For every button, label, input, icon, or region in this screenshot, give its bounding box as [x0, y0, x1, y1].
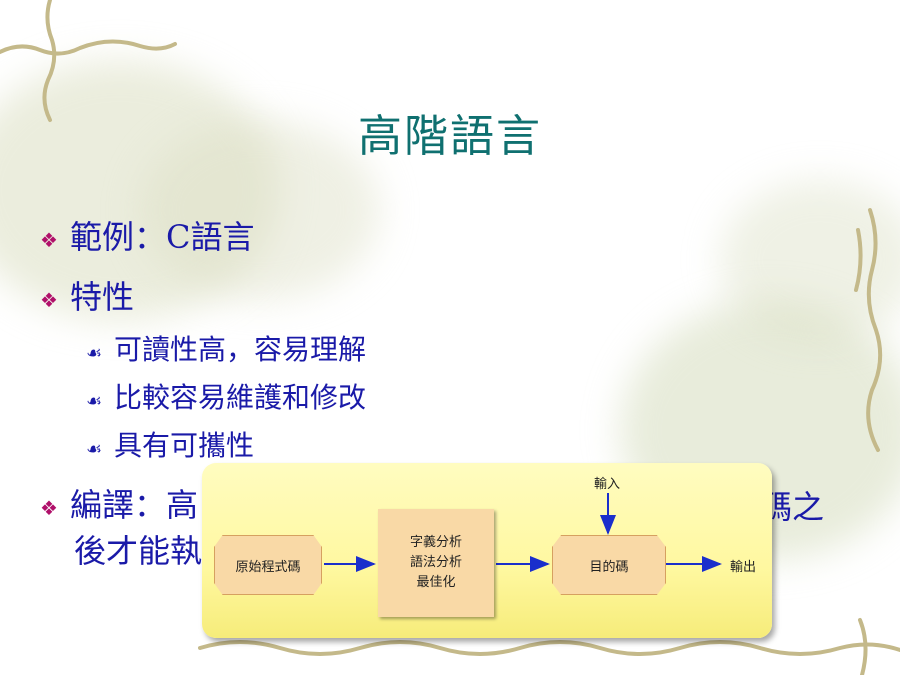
diamond-bullet-icon: ❖ — [40, 495, 58, 520]
source-code-label: 原始程式碼 — [235, 559, 301, 575]
swirl-bullet-icon: ☙ — [86, 439, 103, 460]
diamond-bullet-icon: ❖ — [40, 227, 58, 252]
source-code-box: 原始程式碼 — [214, 535, 322, 595]
bullet-compile-line2: 後才能執 — [74, 532, 203, 570]
sub-bullet-text: 具有可攜性 — [114, 429, 255, 462]
process-step-syntax: 語法分析 — [409, 555, 462, 570]
output-label: 輸出 — [730, 560, 757, 575]
bullet-compile: ❖ 編譯：高 — [40, 480, 198, 526]
sub-bullet-maintainability: ☙ 比較容易維護和修改 — [86, 376, 366, 416]
process-step-optimize: 最佳化 — [416, 575, 456, 590]
background-flower-blob — [140, 120, 380, 300]
bullet-text: 編譯：高 — [70, 486, 199, 524]
object-code-label: 目的碼 — [589, 559, 629, 575]
swirl-bullet-icon: ☙ — [86, 343, 103, 364]
process-step-lexical: 字義分析 — [409, 535, 462, 550]
sub-bullet-portability: ☙ 具有可攜性 — [86, 424, 254, 464]
diagram-arrows — [324, 493, 722, 572]
input-label: 輸入 — [594, 477, 621, 492]
page-title: 高階語言 — [358, 111, 542, 162]
bullet-features: ❖ 特性 — [40, 272, 134, 318]
object-code-box: 目的碼 — [552, 535, 666, 595]
swirl-bullet-icon: ☙ — [86, 391, 103, 412]
bullet-text: 特性 — [70, 278, 135, 316]
bullet-example: ❖ 範例：C語言 — [40, 212, 255, 258]
bullet-text: 範例：C語言 — [70, 218, 255, 256]
diamond-bullet-icon: ❖ — [40, 287, 58, 312]
compile-flow-diagram: 原始程式碼 字義分析 語法分析 最佳化 目的碼 輸入 輸出 — [202, 463, 772, 638]
sub-bullet-text: 可讀性高，容易理解 — [114, 333, 367, 366]
sub-bullet-readability: ☙ 可讀性高，容易理解 — [86, 328, 366, 368]
compiler-process-box: 字義分析 語法分析 最佳化 — [378, 509, 494, 617]
sub-bullet-text: 比較容易維護和修改 — [114, 381, 367, 414]
